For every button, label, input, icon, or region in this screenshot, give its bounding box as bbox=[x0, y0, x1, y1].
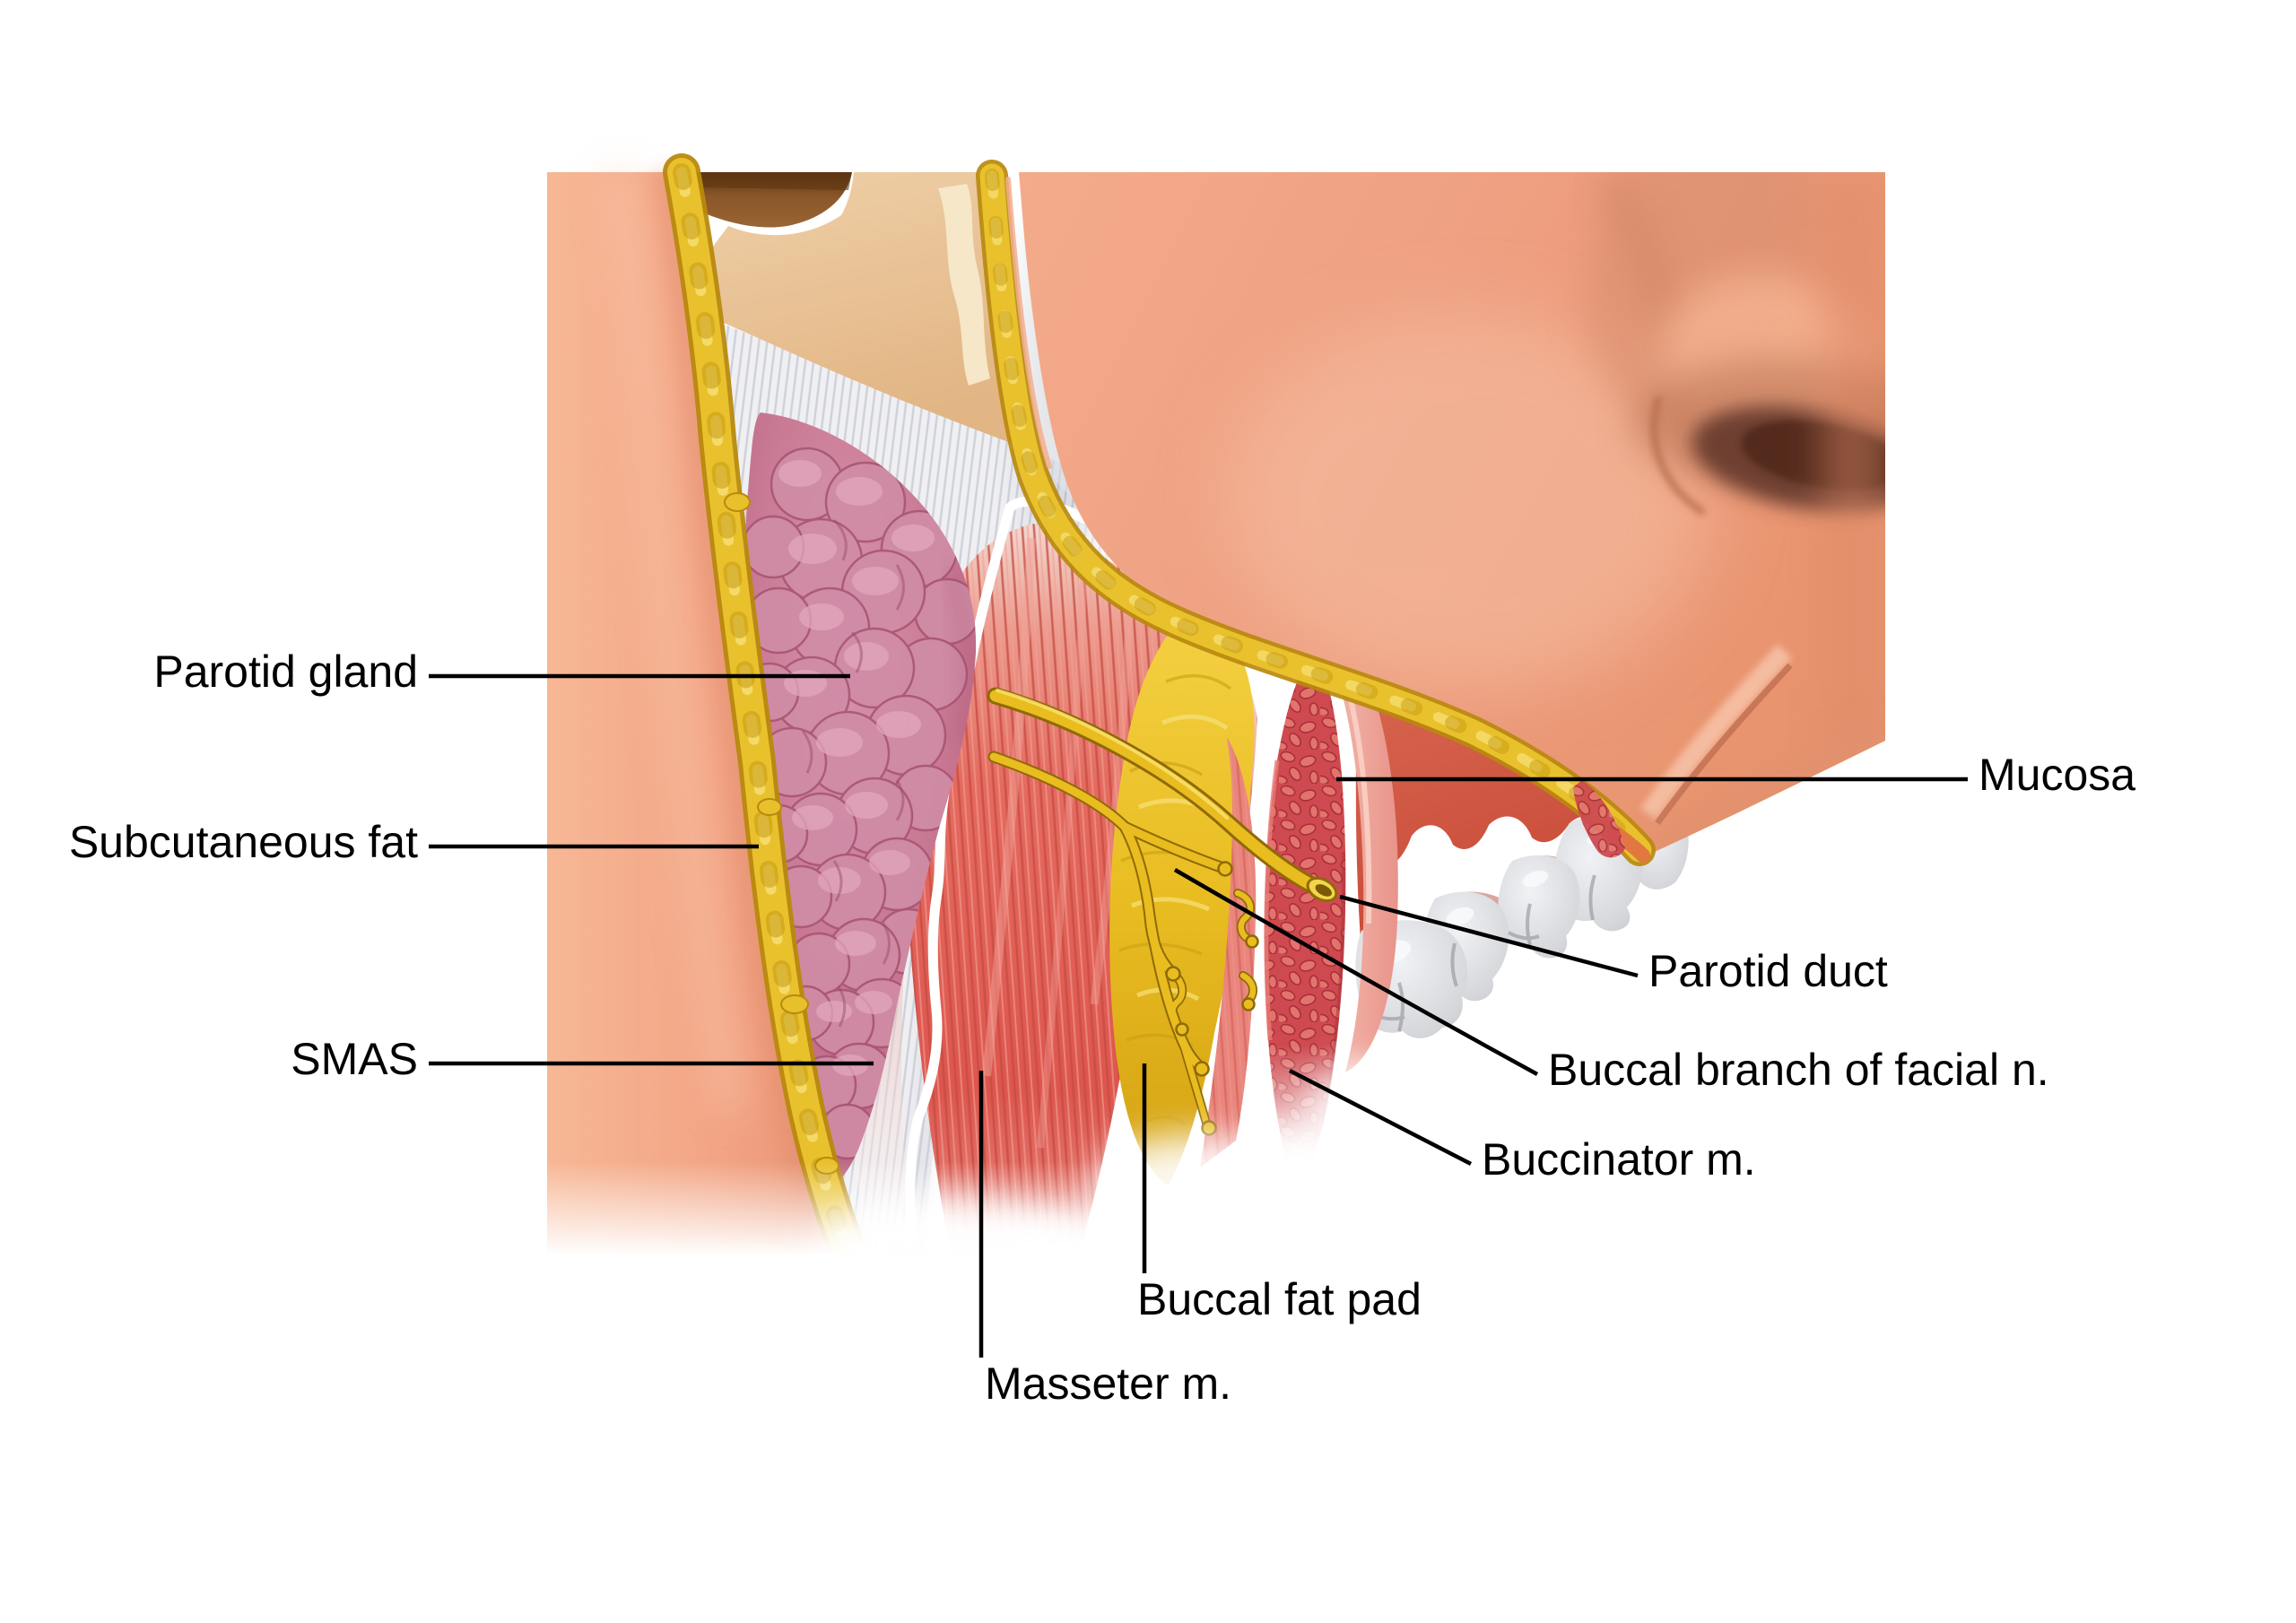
leader-buccinator bbox=[1288, 1068, 1473, 1167]
label-parotid-duct: Parotid duct bbox=[1648, 946, 1888, 996]
jaw-shadow bbox=[1644, 726, 1885, 855]
parotid-duct bbox=[987, 687, 1338, 903]
nose-ala-crease bbox=[1650, 395, 1707, 516]
torn-skin-edge bbox=[938, 184, 990, 386]
labels: Parotid gland Subcutaneous fat SMAS Muco… bbox=[69, 647, 2135, 1409]
label-parotid-gland: Parotid gland bbox=[153, 647, 418, 697]
skin-flap bbox=[547, 153, 885, 1308]
label-buccal-fat-pad: Buccal fat pad bbox=[1137, 1274, 1422, 1324]
label-buccinator: Buccinator m. bbox=[1482, 1134, 1756, 1185]
cheek-highlight bbox=[1229, 314, 1713, 690]
upper-lip-crease bbox=[1655, 663, 1793, 826]
tooth-3 bbox=[1498, 855, 1580, 959]
label-subcutaneous-fat: Subcutaneous fat bbox=[69, 817, 418, 867]
upper-lip-ridge bbox=[1639, 644, 1793, 820]
buccal-branch-nerve bbox=[987, 751, 1259, 1136]
nerve-end-bulbs bbox=[1165, 861, 1259, 1136]
parotid-duct-opening bbox=[1306, 876, 1338, 903]
label-smas: SMAS bbox=[291, 1034, 418, 1084]
face-edge-shading bbox=[1821, 172, 1885, 746]
label-mucosa: Mucosa bbox=[1979, 750, 2135, 800]
cut-lip-muscle bbox=[1573, 780, 1625, 858]
leader-parotid-duct bbox=[1339, 894, 1639, 978]
mucosa-layer bbox=[1333, 663, 1398, 1072]
rim-inner-skin-line bbox=[1005, 177, 1052, 469]
leader-buccal-branch bbox=[1173, 868, 1539, 1076]
cheek-fat-rim bbox=[976, 160, 1656, 866]
face bbox=[976, 160, 1885, 866]
label-buccal-branch: Buccal branch of facial n. bbox=[1548, 1045, 2049, 1095]
smas-cut-outline bbox=[905, 496, 1089, 1248]
label-masseter: Masseter m. bbox=[985, 1358, 1231, 1409]
leader-lines bbox=[429, 673, 1968, 1358]
parotid-gland bbox=[739, 412, 977, 1191]
bottom-fade bbox=[534, 1045, 1435, 1332]
preauricular-skin bbox=[671, 172, 1021, 447]
